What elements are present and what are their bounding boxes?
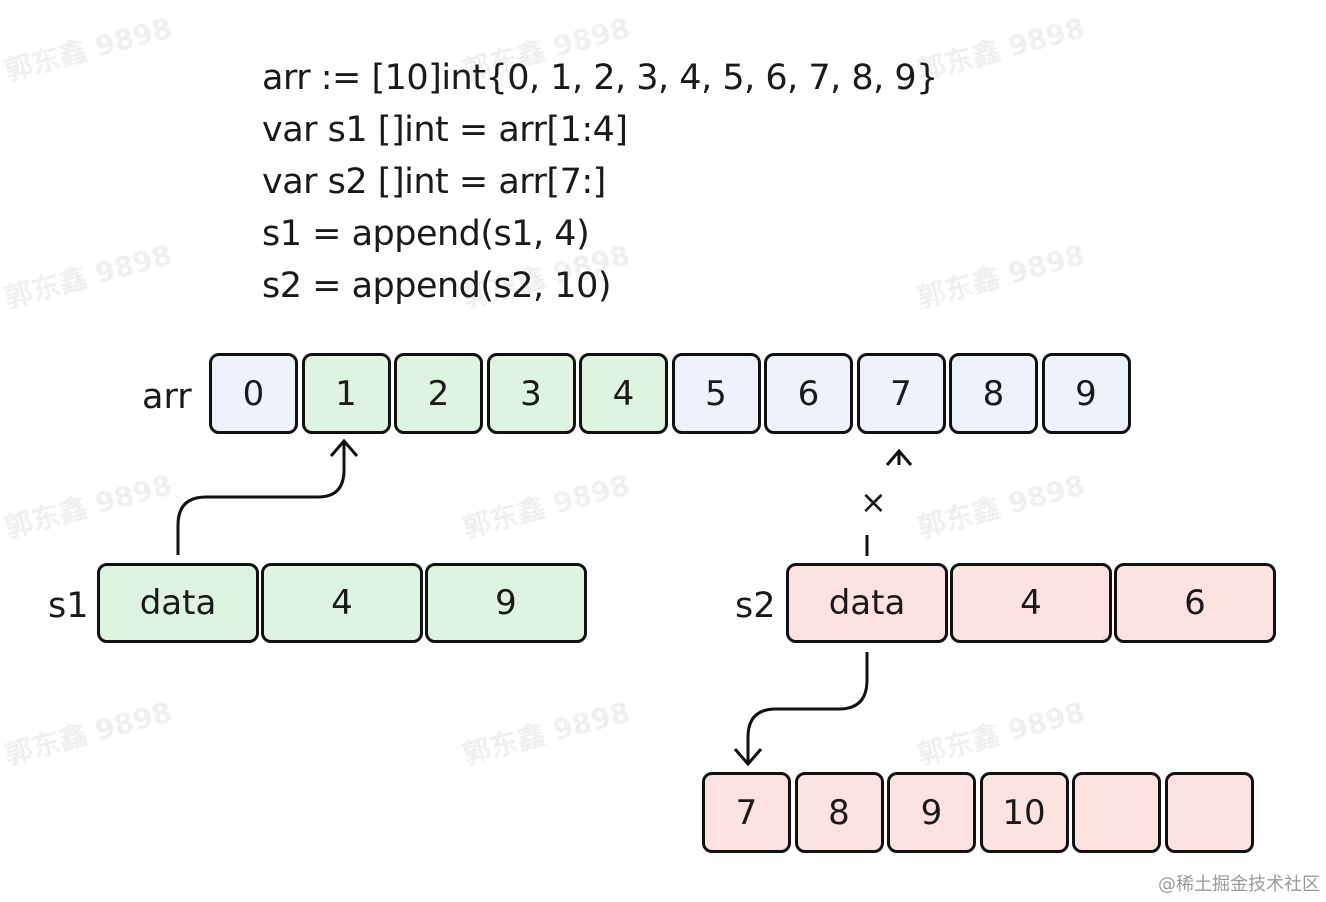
s2-new-pointer-arrow xyxy=(746,652,869,763)
new-array-cell: 7 xyxy=(702,772,791,853)
arr-cell: 5 xyxy=(671,353,761,434)
arr-label: arr xyxy=(142,377,192,417)
arr-cell: 7 xyxy=(856,353,946,434)
arr-cell: 3 xyxy=(486,353,576,434)
code-line: s1 = append(s1, 4) xyxy=(262,214,590,254)
s2-new-pointer-arrowhead xyxy=(733,748,763,767)
s1-label: s1 xyxy=(48,586,89,626)
s1-field: 4 xyxy=(261,563,423,643)
arr-cell: 4 xyxy=(579,353,668,434)
arr-cell: 9 xyxy=(1041,353,1131,434)
s2-label: s2 xyxy=(735,586,776,626)
credit-text: @稀土掘金技术社区 xyxy=(1158,874,1320,895)
s2-field: 4 xyxy=(950,563,1112,643)
s2-field: 6 xyxy=(1114,563,1276,643)
code-line: var s2 []int = arr[7:] xyxy=(262,162,606,202)
arr-cell: 1 xyxy=(301,353,391,434)
arr-cell: 2 xyxy=(394,353,483,434)
s1-field: 9 xyxy=(425,563,587,643)
new-array-cell xyxy=(1164,772,1254,853)
s2-field: data xyxy=(786,563,948,643)
new-array-cell: 9 xyxy=(887,772,976,853)
new-array-cell: 10 xyxy=(979,772,1069,853)
s1-pointer-arrow xyxy=(176,441,346,555)
arr-cell: 8 xyxy=(949,353,1038,434)
s1-field: data xyxy=(97,563,259,643)
code-line: arr := [10]int{0, 1, 2, 3, 4, 5, 6, 7, 8… xyxy=(262,58,938,98)
code-line: s2 = append(s2, 10) xyxy=(262,266,611,306)
s1-pointer-arrowhead xyxy=(329,438,359,457)
new-array-cell xyxy=(1072,772,1161,853)
code-line: var s1 []int = arr[1:4] xyxy=(262,110,628,150)
code-block: arr := [10]int{0, 1, 2, 3, 4, 5, 6, 7, 8… xyxy=(262,52,938,312)
new-array-cell: 8 xyxy=(794,772,884,853)
broken-link-mark: × xyxy=(860,483,887,521)
arr-cell: 0 xyxy=(209,353,298,434)
arr-cell: 6 xyxy=(764,353,853,434)
